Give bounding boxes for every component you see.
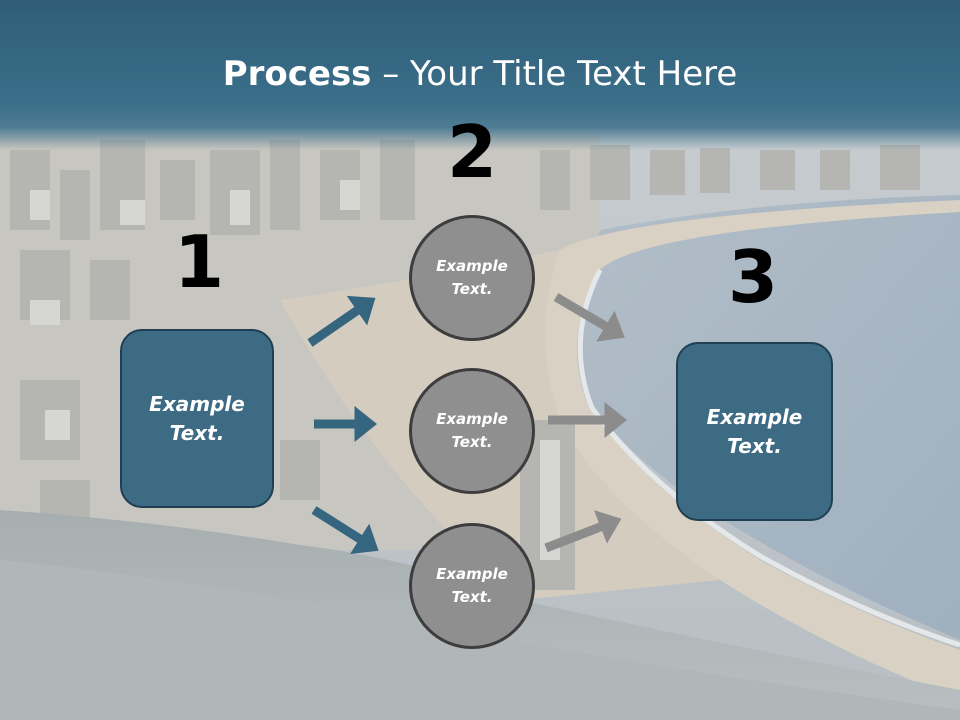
title-bar	[0, 0, 960, 150]
step-number-2: 2	[446, 110, 498, 194]
process-circle-bottom[interactable]: Example Text.	[409, 523, 535, 649]
process-circle-middle[interactable]: Example Text.	[409, 368, 535, 494]
arrow-circle-bottom-to-box3	[544, 510, 622, 553]
process-box-1[interactable]: Example Text.	[120, 329, 274, 508]
process-box-1-text: Example Text.	[149, 391, 245, 445]
slide-title[interactable]: Process – Your Title Text Here	[0, 52, 960, 96]
title-bold: Process	[222, 54, 372, 94]
step-number-1: 1	[173, 220, 225, 304]
arrow-circle-top-to-box3	[553, 293, 625, 342]
circle-top-text: Example Text.	[436, 257, 508, 298]
arrow-box1-to-circle-top	[307, 295, 376, 347]
process-box-3[interactable]: Example Text.	[676, 342, 833, 521]
step-number-3: 3	[727, 235, 779, 319]
process-circle-top[interactable]: Example Text.	[409, 215, 535, 341]
arrow-box1-to-circle-bottom	[311, 506, 379, 555]
circle-bottom-text: Example Text.	[436, 565, 508, 606]
title-rest: – Your Title Text Here	[371, 54, 738, 94]
process-box-3-text: Example Text.	[706, 404, 803, 458]
circle-middle-text: Example Text.	[436, 410, 508, 451]
